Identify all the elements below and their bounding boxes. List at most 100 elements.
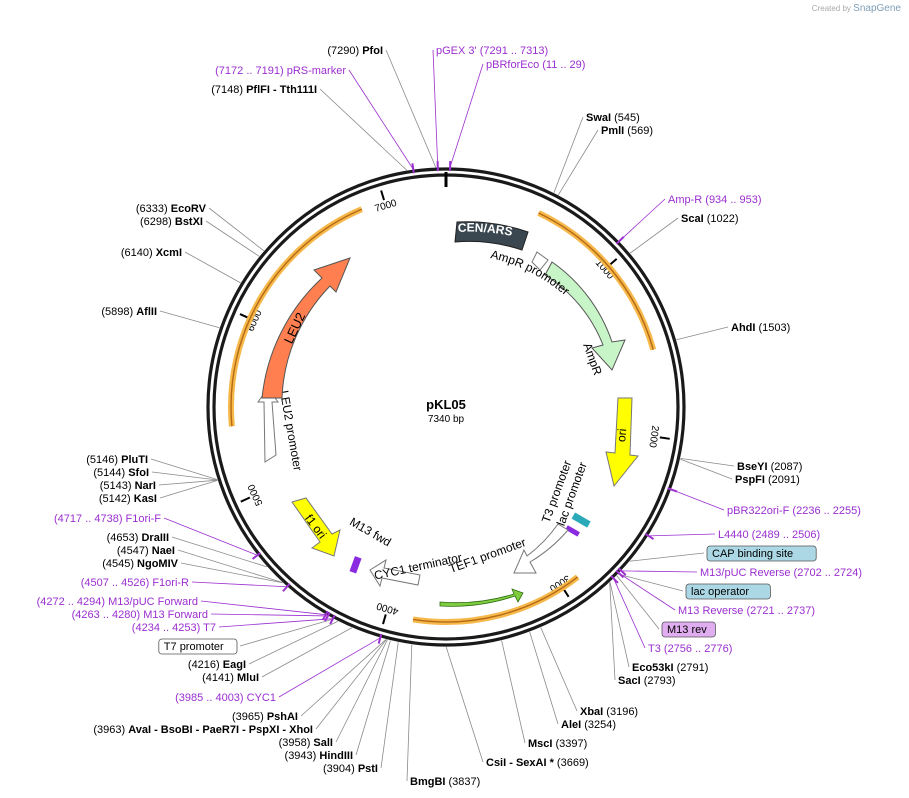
- tick-5000: [240, 496, 251, 503]
- m13-fwd-label: M13 fwd: [347, 515, 393, 550]
- primer-position: (4234 .. 4253): [132, 622, 203, 634]
- feature-box: [661, 621, 716, 638]
- leu2-promoter-arrow: [257, 387, 279, 463]
- enzyme-name: Eco53kI: [632, 662, 677, 674]
- enzyme-name: PspFI: [735, 474, 768, 486]
- primer-name: F1ori-R: [152, 577, 189, 589]
- leader-line: [618, 572, 676, 611]
- enzyme-label: AhdI (1503): [731, 322, 790, 334]
- enzyme-name: PfoI: [362, 45, 383, 57]
- primer-mark: [324, 611, 331, 622]
- leader-line: [385, 49, 437, 168]
- enzyme-label: (6333) EcoRV: [136, 203, 207, 215]
- orange-feature-arcs: [228, 206, 657, 625]
- enzyme-name: BseYI: [737, 461, 771, 473]
- enzyme-label: (6140) XcmI: [121, 247, 182, 259]
- primer-name: pBR322ori-F: [727, 505, 792, 517]
- enzyme-label: (3963) AvaI - BsoBI - PaeR7I - PspXI - X…: [93, 724, 313, 736]
- feature-box-label: T7 promoter: [164, 641, 224, 653]
- leader-line: [278, 637, 381, 698]
- primer-position: (2756 .. 2776): [664, 643, 733, 655]
- enzyme-label: (3904) PstI: [323, 763, 378, 775]
- primer-position: (7172 .. 7191): [215, 65, 287, 77]
- primer-label: (7172 .. 7191) pRS-marker: [215, 65, 346, 77]
- leader-line: [239, 618, 334, 647]
- feature-box: [706, 545, 817, 562]
- primer-label: (4263 .. 4280) M13 Forward: [72, 609, 208, 621]
- enzyme-label: (4653) DraIII: [107, 532, 169, 544]
- snapgene-credit: Created by SnapGene: [812, 3, 901, 14]
- primer-label: (4717 .. 4738) F1ori-F: [54, 513, 161, 525]
- enzyme-label: (4545) NgoMIV: [102, 558, 178, 570]
- leader-line: [159, 479, 218, 499]
- primer-name: M13 Forward: [143, 609, 208, 621]
- enzyme-name: BstXI: [175, 216, 203, 228]
- enzyme-label: PspFI (2091): [735, 474, 800, 486]
- ori-label: ori: [614, 428, 629, 443]
- site-position: (2793): [644, 675, 676, 687]
- primer-position: (7291 .. 7313): [480, 45, 549, 57]
- leader-line: [300, 639, 387, 717]
- site-position: (4653): [107, 532, 142, 544]
- leader-line: [529, 631, 559, 725]
- site-position: (4545): [102, 558, 137, 570]
- primer-position: (11 .. 29): [542, 59, 585, 71]
- enzyme-name: XbaI: [580, 706, 606, 718]
- leader-line: [200, 600, 326, 616]
- leader-line: [218, 618, 333, 628]
- enzyme-name: NarI: [135, 480, 156, 492]
- site-position: (3837): [449, 776, 481, 788]
- primer-position: (2489 .. 2506): [752, 529, 821, 541]
- site-position: (4141): [202, 672, 237, 684]
- primer-position: (4507 .. 4526): [81, 577, 153, 589]
- site-position: (7290): [327, 45, 362, 57]
- leader-line: [540, 627, 578, 712]
- site-position: (6140): [121, 247, 156, 259]
- enzyme-name: PmlI: [601, 125, 627, 137]
- tef1-promoter-arrow: [513, 523, 569, 574]
- cen-ars-label: CEN/ARS: [458, 221, 514, 239]
- primer-mark: [644, 532, 655, 540]
- tick-label: 4000: [375, 600, 400, 617]
- primer-mark: [377, 633, 383, 644]
- lac-operator-mark: [571, 512, 591, 528]
- leader-line: [680, 457, 735, 467]
- enzyme-label: BseYI (2087): [737, 461, 802, 473]
- leader-line: [618, 573, 684, 592]
- enzyme-name: ScaI: [681, 213, 707, 225]
- leader-line: [348, 69, 414, 170]
- site-position: (4216): [188, 659, 223, 671]
- leader-line: [261, 627, 353, 678]
- enzyme-name: SacI: [618, 675, 644, 687]
- site-position: (5143): [100, 480, 135, 492]
- primer-name: pGEX 3': [436, 45, 480, 57]
- enzyme-label: SwaI (545): [586, 112, 640, 124]
- enzyme-label: PmlI (569): [601, 125, 653, 137]
- site-position: (2791): [677, 662, 709, 674]
- leader-line: [629, 217, 679, 254]
- primer-name: Amp-R: [668, 194, 705, 206]
- site-position: (7148): [211, 84, 246, 96]
- leader-line: [158, 479, 218, 486]
- enzyme-name: NaeI: [152, 545, 175, 557]
- leader-line: [671, 489, 725, 511]
- leader-line: [676, 326, 729, 341]
- enzyme-name: XcmI: [156, 247, 182, 259]
- enzyme-name: SwaI: [586, 112, 614, 124]
- enzyme-name: SfoI: [128, 467, 149, 479]
- orange-arc-left: [230, 208, 363, 427]
- leader-line: [177, 549, 283, 583]
- leader-line: [180, 562, 283, 584]
- site-position: (3943): [285, 750, 320, 762]
- site-position: (3965): [232, 711, 267, 723]
- primer-position: (4263 .. 4280): [72, 609, 144, 621]
- plasmid-name: pKL05: [426, 397, 466, 412]
- site-position: (6333): [136, 203, 171, 215]
- leader-line: [680, 458, 733, 480]
- enzyme-label: SacI (2793): [618, 675, 675, 687]
- leader-line: [609, 582, 616, 681]
- enzyme-name: AflII: [136, 306, 157, 318]
- leader-line: [208, 207, 265, 252]
